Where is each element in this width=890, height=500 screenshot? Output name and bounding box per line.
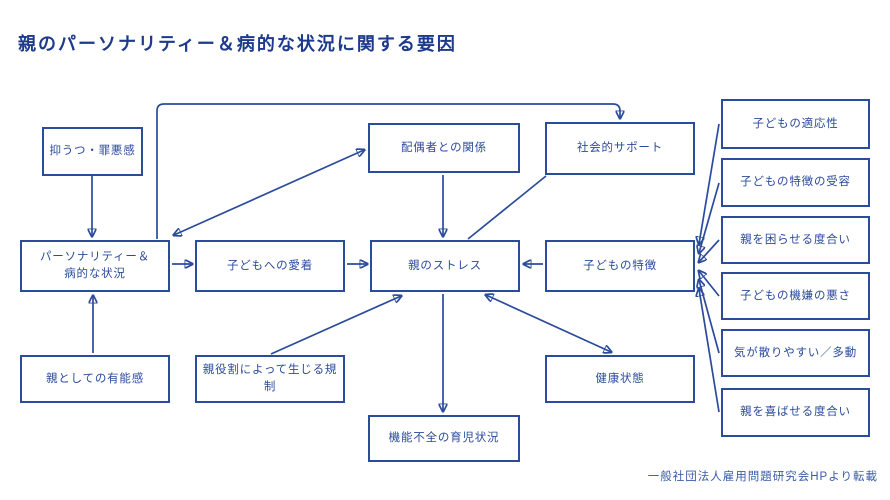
node-troubling-degree: 親を困らせる度合い xyxy=(721,216,870,264)
edge-troubling-to-child-traits xyxy=(699,239,720,262)
node-child-traits: 子どもの特徴 xyxy=(545,240,695,292)
node-distractible-hyperactive: 気が散りやすい／多動 xyxy=(721,329,870,377)
node-role-restriction: 親役割によって生じる規制 xyxy=(195,355,345,403)
edge-adaptability-to-child-traits xyxy=(699,123,720,244)
edge-acceptance-to-child-traits xyxy=(699,182,720,253)
node-parental-competence: 親としての有能感 xyxy=(20,355,170,403)
edge-personality-to-social-support xyxy=(156,103,620,239)
node-depression: 抑うつ・罪悪感 xyxy=(42,127,143,176)
node-child-adaptability: 子どもの適応性 xyxy=(721,99,870,149)
node-pleasing-degree: 親を喜ばせる度合い xyxy=(721,388,870,437)
edge-personality-spouse-double xyxy=(174,150,364,235)
node-dysfunctional-parenting: 機能不全の育児状況 xyxy=(368,415,520,462)
edge-moodiness-to-child-traits xyxy=(699,271,720,297)
node-social-support: 社会的サポート xyxy=(545,122,695,175)
node-personality-pathology: パーソナリティー＆ 病的な状況 xyxy=(20,240,170,292)
node-child-moodiness: 子どもの機嫌の悪さ xyxy=(721,272,870,320)
page-title: 親のパーソナリティー＆病的な状況に関する要因 xyxy=(18,34,457,54)
credit-text: 一般社団法人雇用問題研究会HPより転載 xyxy=(647,471,878,483)
node-parent-stress: 親のストレス xyxy=(370,240,520,292)
edge-social-support-parent-stress xyxy=(467,175,547,240)
node-acceptance-of-traits: 子どもの特徴の受容 xyxy=(721,158,870,207)
node-spouse-relationship: 配偶者との関係 xyxy=(368,123,520,173)
edge-role-restriction-to-parent-stress xyxy=(270,296,401,355)
edge-pleasing-to-child-traits xyxy=(699,289,720,413)
edge-parent-stress-health-double xyxy=(486,295,611,352)
node-attachment-to-child: 子どもへの愛着 xyxy=(195,240,345,292)
node-health-condition: 健康状態 xyxy=(545,355,695,403)
